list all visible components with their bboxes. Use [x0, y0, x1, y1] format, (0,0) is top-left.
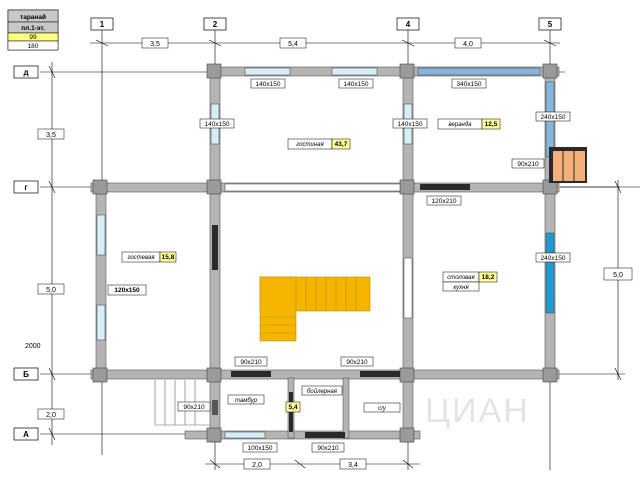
dim-top-3: 4,0	[463, 41, 473, 48]
opening-label: 240x150	[541, 255, 566, 262]
legend-yellow-value: 99	[29, 34, 37, 41]
axis-markers: 1 2 4 5 д г Б А	[13, 17, 562, 441]
dim-top-2: 5,4	[288, 41, 298, 48]
opening-labels: 140x150 140x150 340x150 140x150 140x150 …	[107, 78, 571, 453]
dim-left-1: 3,5	[46, 132, 56, 139]
dim-bottom-2: 3,4	[348, 462, 358, 469]
axis-col-2: 2	[213, 20, 218, 29]
opening-label: 120x210	[432, 198, 457, 205]
opening-label: 90x210	[517, 161, 539, 168]
room-name-dining: столовая	[447, 275, 475, 281]
room-name-guest: гостевая	[127, 255, 155, 261]
axis-col-1: 1	[100, 20, 105, 29]
room-area-vestibule: 5,4	[288, 404, 297, 411]
room-name-living: гостиная	[296, 142, 324, 148]
legend-name: таранай	[20, 13, 46, 21]
side-note: 2000	[25, 343, 41, 350]
opening-label: 90x210	[346, 359, 368, 366]
dim-top-1: 3,5	[150, 41, 160, 48]
opening-label: 140x150	[256, 81, 281, 88]
axis-row-b: Б	[23, 370, 29, 379]
axis-col-5: 5	[548, 20, 553, 29]
axis-row-a: А	[23, 430, 29, 439]
dimension-lines	[48, 39, 622, 469]
legend-floor: пл.1-эт.	[21, 25, 45, 32]
staircase	[259, 276, 371, 342]
axis-row-d: д	[23, 68, 28, 77]
room-area-veranda: 12,5	[485, 121, 498, 128]
opening-label: 120x150	[114, 287, 140, 294]
room-area-guest: 15,8	[162, 254, 175, 261]
room-name-veranda: веранда	[449, 122, 473, 128]
watermark: ЦИАН	[425, 392, 530, 430]
axis-row-g: г	[24, 183, 28, 192]
room-name-vestibule: тамбур	[235, 398, 258, 404]
dim-left-3: 2,0	[46, 412, 56, 419]
dim-right-1: 5,0	[613, 272, 623, 279]
opening-label: 340x150	[457, 81, 482, 88]
dimension-labels: 3,5 5,4 4,0 3,5 5,0 2,0 5,0 2,0 3,4 2000	[25, 37, 633, 470]
room-area-living: 43,7	[335, 141, 348, 148]
opening-label: 140x150	[344, 81, 369, 88]
axis-col-4: 4	[406, 20, 411, 29]
room-labels: гостиная 43,7 веранда 12,5 гостевая 15,8…	[121, 118, 501, 413]
legend-white-value: 180	[28, 43, 39, 50]
room-name-boiler: бойлерная	[307, 388, 338, 395]
veranda-door	[549, 147, 587, 183]
opening-label: 100x150	[248, 445, 273, 452]
opening-label: 90x210	[183, 404, 205, 411]
opening-label: 240x150	[541, 114, 566, 121]
opening-label: 140x150	[398, 121, 423, 128]
dim-left-2: 5,0	[46, 287, 56, 294]
opening-label: 90x210	[240, 359, 262, 366]
wall-junctions	[92, 63, 558, 443]
opening-label: 90x210	[317, 445, 339, 452]
room-area-dining: 18,2	[482, 274, 495, 281]
room-name-wc: с/у	[378, 406, 387, 412]
opening-label: 140x150	[205, 121, 230, 128]
room-sub-kitchen: кухня	[453, 285, 469, 291]
dim-bottom-1: 2,0	[252, 462, 262, 469]
legend: таранай пл.1-эт. 99 180	[7, 9, 59, 51]
